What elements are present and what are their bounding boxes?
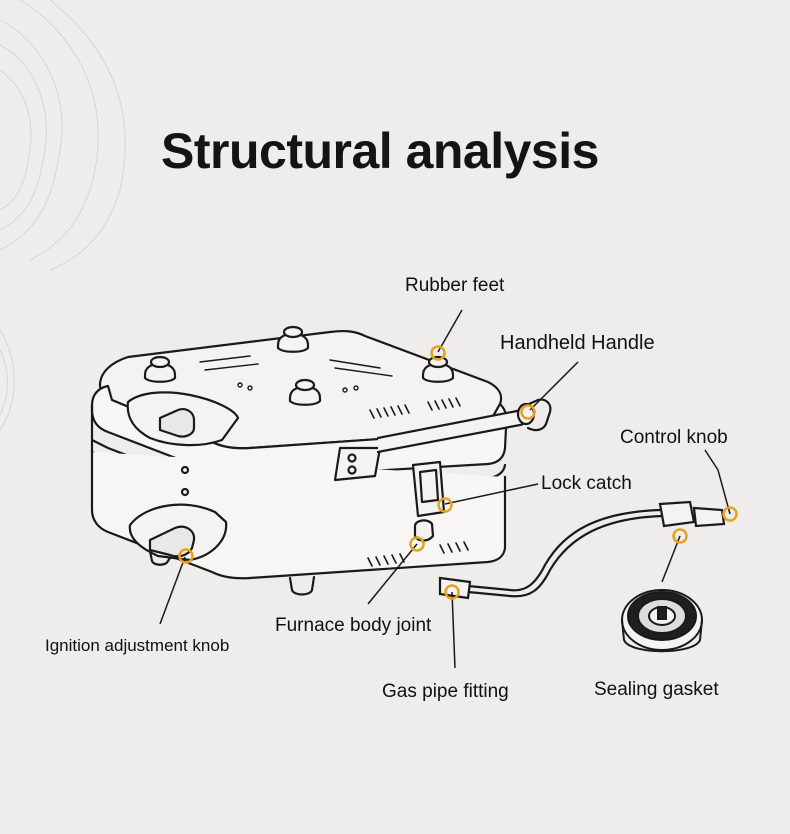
label-furnace-body-joint: Furnace body joint: [275, 615, 432, 636]
label-gas-pipe-fitting: Gas pipe fitting: [382, 681, 509, 702]
sealing-gasket-part: [621, 589, 703, 653]
label-rubber-feet: Rubber feet: [405, 275, 505, 296]
contour-decoration: [0, 0, 126, 431]
label-handheld-handle: Handheld Handle: [500, 332, 655, 354]
label-lock-catch: Lock catch: [541, 473, 632, 494]
page-title: Structural analysis: [161, 123, 599, 179]
gas-pipe: [438, 500, 726, 600]
leader-lines: [159, 309, 731, 669]
label-control-knob: Control knob: [620, 427, 728, 448]
callout-markers: [178, 345, 738, 600]
label-sealing-gasket: Sealing gasket: [594, 679, 719, 700]
label-ignition-adjustment-knob: Ignition adjustment knob: [45, 636, 230, 655]
stove-body: [90, 325, 552, 596]
